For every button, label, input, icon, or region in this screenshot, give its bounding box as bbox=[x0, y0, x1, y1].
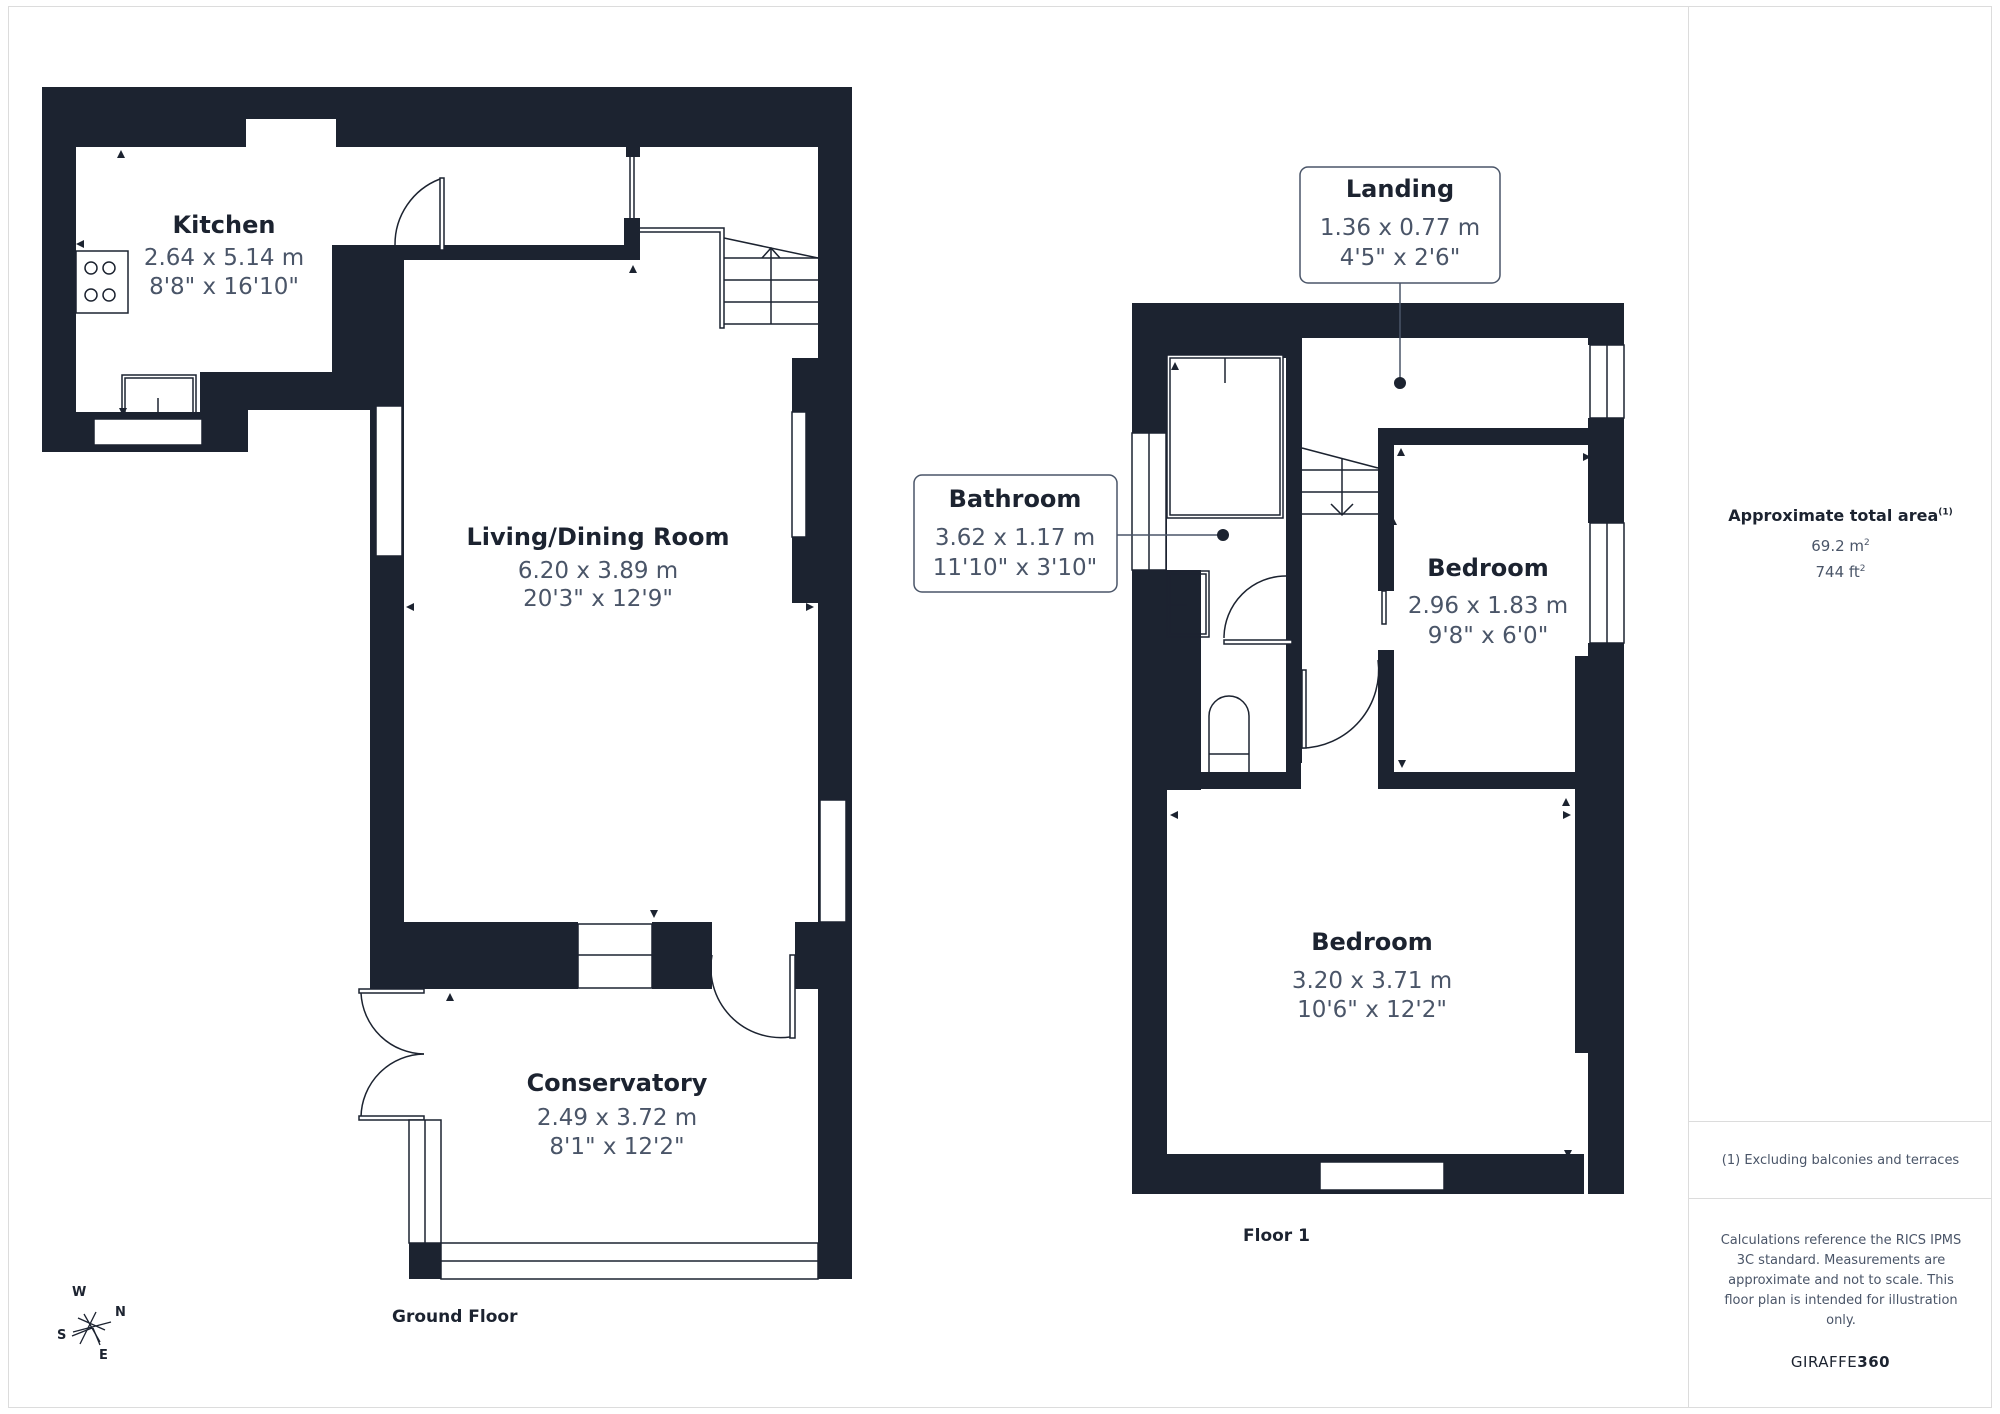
area-footnote: (1) Excluding balconies and terraces bbox=[1689, 1121, 1992, 1199]
compass-east: E bbox=[99, 1348, 108, 1363]
svg-text:Bedroom: Bedroom bbox=[1427, 554, 1549, 582]
dimension-markers-floor1 bbox=[1170, 362, 1591, 1158]
svg-text:8'8" x 16'10": 8'8" x 16'10" bbox=[149, 274, 299, 300]
wall bbox=[818, 87, 852, 1279]
total-area-title: Approximate total area(1) bbox=[1728, 506, 1953, 525]
room-callouts bbox=[913, 166, 1501, 593]
ground-floor-fixtures bbox=[75, 150, 847, 1280]
first-floor-fixtures bbox=[1131, 344, 1625, 1194]
wall bbox=[624, 218, 640, 260]
wall bbox=[409, 1243, 441, 1279]
total-area-block: Approximate total area(1) 69.2 m2 744 ft… bbox=[1689, 506, 1992, 581]
compass-north: N bbox=[115, 1305, 126, 1320]
svg-text:11'10" x 3'10": 11'10" x 3'10" bbox=[933, 555, 1097, 581]
wall bbox=[795, 922, 852, 989]
svg-text:3.62 x 1.17 m: 3.62 x 1.17 m bbox=[935, 525, 1095, 551]
svg-text:Living/Dining Room: Living/Dining Room bbox=[467, 523, 730, 551]
page-frame bbox=[8, 6, 1992, 1408]
summary-panel: Approximate total area(1) 69.2 m2 744 ft… bbox=[1688, 6, 1992, 1408]
svg-text:10'6" x 12'2": 10'6" x 12'2" bbox=[1297, 997, 1447, 1023]
svg-text:Bedroom: Bedroom bbox=[1311, 928, 1433, 956]
wall bbox=[42, 87, 76, 452]
landing-callout bbox=[1299, 166, 1501, 284]
wall bbox=[410, 955, 578, 989]
svg-text:9'8" x 6'0": 9'8" x 6'0" bbox=[1428, 623, 1549, 649]
disclaimer-text: Calculations reference the RICS IPMS 3C … bbox=[1720, 1233, 1962, 1328]
wall bbox=[514, 245, 630, 260]
svg-text:1.36 x 0.77 m: 1.36 x 0.77 m bbox=[1320, 215, 1480, 241]
dimension-markers bbox=[76, 150, 814, 1001]
svg-text:20'3" x 12'9": 20'3" x 12'9" bbox=[523, 586, 673, 612]
bathroom-callout bbox=[913, 474, 1118, 593]
svg-text:2.64 x 5.14 m: 2.64 x 5.14 m bbox=[144, 245, 304, 271]
svg-text:3.20 x 3.71 m: 3.20 x 3.71 m bbox=[1292, 968, 1452, 994]
wall bbox=[42, 87, 852, 147]
svg-text:Landing: Landing bbox=[1346, 175, 1454, 203]
compass-south: S bbox=[57, 1328, 67, 1343]
svg-text:2.49 x 3.72 m: 2.49 x 3.72 m bbox=[537, 1105, 697, 1131]
wall bbox=[370, 260, 404, 956]
wall bbox=[652, 922, 712, 989]
brand-logo: GIRAFFE360 bbox=[1790, 1353, 1891, 1371]
floor-1-label: Floor 1 bbox=[1243, 1226, 1310, 1246]
compass-west: W bbox=[72, 1285, 87, 1300]
svg-text:6.20 x 3.89 m: 6.20 x 3.89 m bbox=[518, 558, 678, 584]
wall bbox=[404, 245, 514, 260]
area-square-feet: 744 ft2 bbox=[1815, 563, 1866, 581]
ground-floor-plan bbox=[42, 87, 852, 1279]
svg-text:Bathroom: Bathroom bbox=[949, 485, 1082, 513]
svg-text:2.96 x 1.83 m: 2.96 x 1.83 m bbox=[1408, 593, 1568, 619]
ground-floor-labels: Kitchen 2.64 x 5.14 m 8'8" x 16'10" Livi… bbox=[144, 211, 730, 1160]
compass-icon bbox=[71, 1311, 112, 1346]
wall bbox=[626, 147, 640, 157]
first-floor-labels: Landing 1.36 x 0.77 m 4'5" x 2'6" Bathro… bbox=[933, 175, 1568, 1023]
area-square-meters: 69.2 m2 bbox=[1811, 537, 1870, 555]
svg-text:8'1" x 12'2": 8'1" x 12'2" bbox=[549, 1134, 684, 1160]
ground-floor-label: Ground Floor bbox=[392, 1307, 518, 1327]
svg-text:Kitchen: Kitchen bbox=[173, 211, 276, 239]
svg-text:4'5" x 2'6": 4'5" x 2'6" bbox=[1340, 245, 1461, 271]
svg-text:Conservatory: Conservatory bbox=[527, 1069, 708, 1097]
